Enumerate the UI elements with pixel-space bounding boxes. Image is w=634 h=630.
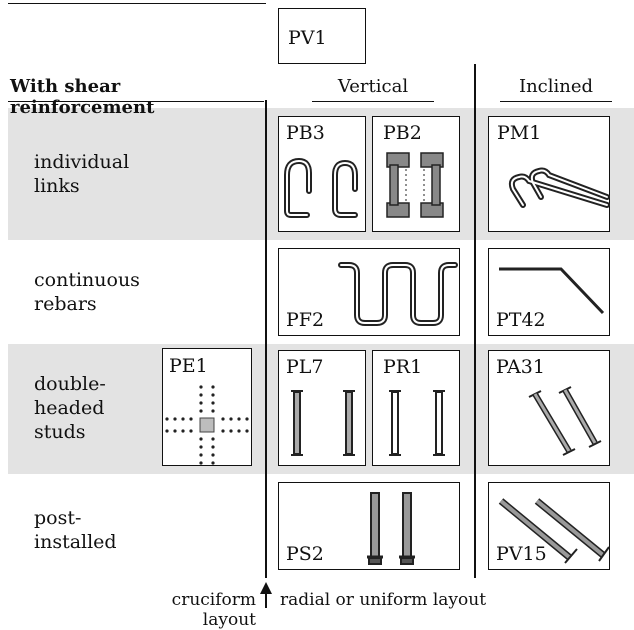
box-pv1: PV1 xyxy=(278,8,366,64)
box-pf2-label: PF2 xyxy=(286,309,325,331)
footer-radial-uniform-layout: radial or uniform layout xyxy=(280,590,487,610)
inclined-link-icon xyxy=(508,167,610,208)
box-pr1-label: PR1 xyxy=(383,356,423,378)
row-label-line: installed xyxy=(34,531,117,553)
row-label-continuous-rebars: continuous rebars xyxy=(34,268,140,316)
post-installed-anchor-icon xyxy=(367,492,415,565)
row-label-double-headed-studs: double- headed studs xyxy=(34,372,106,444)
box-pa31-label: PA31 xyxy=(496,356,545,378)
header-with-shear-reinforcement: With shear reinforcement xyxy=(10,76,155,118)
box-pv1-label: PV1 xyxy=(288,27,327,49)
divider-arrow-stem xyxy=(265,592,267,608)
box-pr1: PR1 xyxy=(372,350,460,466)
box-pl7: PL7 xyxy=(278,350,366,466)
row-label-post-installed: post- installed xyxy=(34,506,117,554)
row-label-line: studs xyxy=(34,421,86,443)
box-ps2-label: PS2 xyxy=(286,543,324,565)
headed-stud-smooth-icon xyxy=(389,390,445,456)
continuous-rebar-icon xyxy=(338,262,458,326)
divider-left xyxy=(265,100,267,578)
footer-cruciform-layout: cruciform layout xyxy=(171,590,256,630)
box-pl7-label: PL7 xyxy=(286,356,324,378)
box-pt42: PT42 xyxy=(488,248,610,336)
box-pv15: PV15 xyxy=(488,482,610,570)
box-pm1-label: PM1 xyxy=(497,122,542,144)
header-vertical-underline xyxy=(312,101,434,103)
cruciform-layout-icon xyxy=(165,385,249,465)
row-label-line: rebars xyxy=(34,293,97,315)
box-pa31: PA31 xyxy=(488,350,610,466)
headed-stud-ribbed-icon xyxy=(291,390,355,456)
row-label-line: continuous xyxy=(34,269,140,291)
box-pf2: PF2 xyxy=(278,248,460,336)
row-label-line: individual xyxy=(34,151,130,173)
box-pe1: PE1 xyxy=(162,348,252,466)
header-inclined: Inclined xyxy=(518,76,594,97)
header-inclined-underline xyxy=(500,101,612,103)
box-ps2: PS2 xyxy=(278,482,460,570)
inclined-post-installed-anchor-icon xyxy=(498,498,610,564)
divider-arrow-icon xyxy=(260,582,272,594)
box-pb2-label: PB2 xyxy=(383,122,422,144)
box-pt42-label: PT42 xyxy=(496,309,546,331)
row-label-line: headed xyxy=(34,397,105,419)
row-label-line: post- xyxy=(34,507,82,529)
box-pb2: PB2 xyxy=(372,116,460,232)
inclined-headed-stud-icon xyxy=(528,386,602,456)
box-pm1: PM1 xyxy=(488,116,610,232)
row-label-line: double- xyxy=(34,373,106,395)
box-pe1-label: PE1 xyxy=(169,355,208,377)
box-pb3-label: PB3 xyxy=(286,122,325,144)
box-pb3: PB3 xyxy=(278,116,366,232)
bent-up-bar-icon xyxy=(499,267,605,315)
row-label-line: links xyxy=(34,175,80,197)
header-left-underline xyxy=(8,101,264,103)
open-link-stirrup-icon xyxy=(284,157,358,218)
closed-link-stirrup-icon xyxy=(386,152,444,218)
row-label-individual-links: individual links xyxy=(34,150,129,198)
divider-right xyxy=(474,64,476,578)
box-pv15-label: PV15 xyxy=(496,543,547,565)
top-header-line xyxy=(8,3,266,5)
header-vertical: Vertical xyxy=(337,76,409,97)
